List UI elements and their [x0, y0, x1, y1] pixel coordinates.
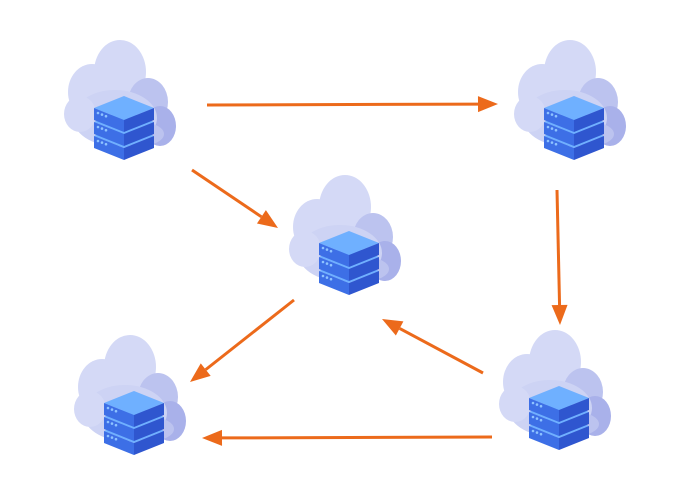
- arrowhead-bottom-right-to-bottom-left: [202, 429, 223, 446]
- cloud-server-icon-top-right: [514, 40, 626, 160]
- arrow-top-right-to-bottom-right: [555, 189, 562, 306]
- arrow-bottom-right-to-center: [398, 327, 484, 375]
- arrow-center-to-bottom-left: [204, 298, 295, 371]
- arrowhead-top-right-to-bottom-right: [551, 304, 568, 325]
- connection-arrows: [190, 96, 568, 446]
- cloud-server-icon-bottom-right: [499, 330, 611, 450]
- arrowhead-bottom-right-to-center: [382, 319, 404, 336]
- cloud-server-icon-center: [289, 175, 401, 295]
- cloud-server-icon-bottom-left: [74, 335, 186, 455]
- arrowhead-center-to-bottom-left: [190, 363, 211, 382]
- arrow-bottom-right-to-bottom-left: [221, 435, 493, 440]
- arrowhead-top-left-to-top-right: [477, 96, 498, 113]
- cloud-server-icon-top-left: [64, 40, 176, 160]
- arrow-top-left-to-center: [191, 168, 263, 219]
- arrowhead-top-left-to-center: [256, 210, 278, 228]
- arrow-top-left-to-top-right: [206, 102, 479, 107]
